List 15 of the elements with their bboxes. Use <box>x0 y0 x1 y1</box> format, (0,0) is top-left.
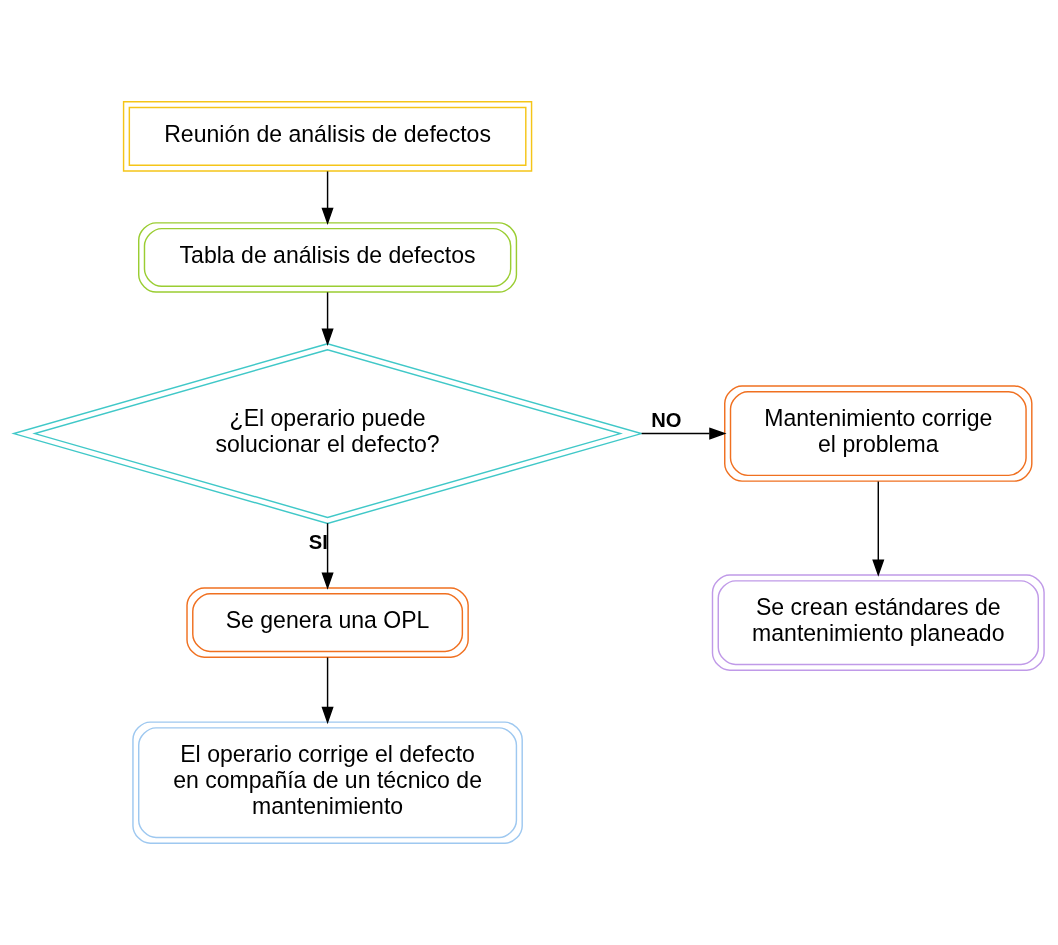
node-box: El operario corrige el defecto en compañía de un técnico de mantenimiento <box>132 721 523 844</box>
node-box: Se crean estándares de mantenimiento planeado <box>711 574 1045 671</box>
arrow <box>321 291 334 346</box>
node-box: Tabla de análisis de defectos <box>138 222 518 293</box>
node-box: Se genera una OPL <box>186 587 469 658</box>
node-box: Mantenimiento corrige el problema <box>724 385 1033 482</box>
node-box: Reunión de análisis de defectos <box>122 101 533 172</box>
node-diamond: ¿El operario puede solucionar el defecto? <box>11 343 644 525</box>
edge-label: NO <box>651 408 682 431</box>
arrow <box>321 656 334 725</box>
edge-label: SI <box>308 531 328 554</box>
arrow <box>321 170 334 225</box>
arrow <box>640 427 727 440</box>
arrow <box>872 480 885 577</box>
arrow <box>321 522 334 590</box>
